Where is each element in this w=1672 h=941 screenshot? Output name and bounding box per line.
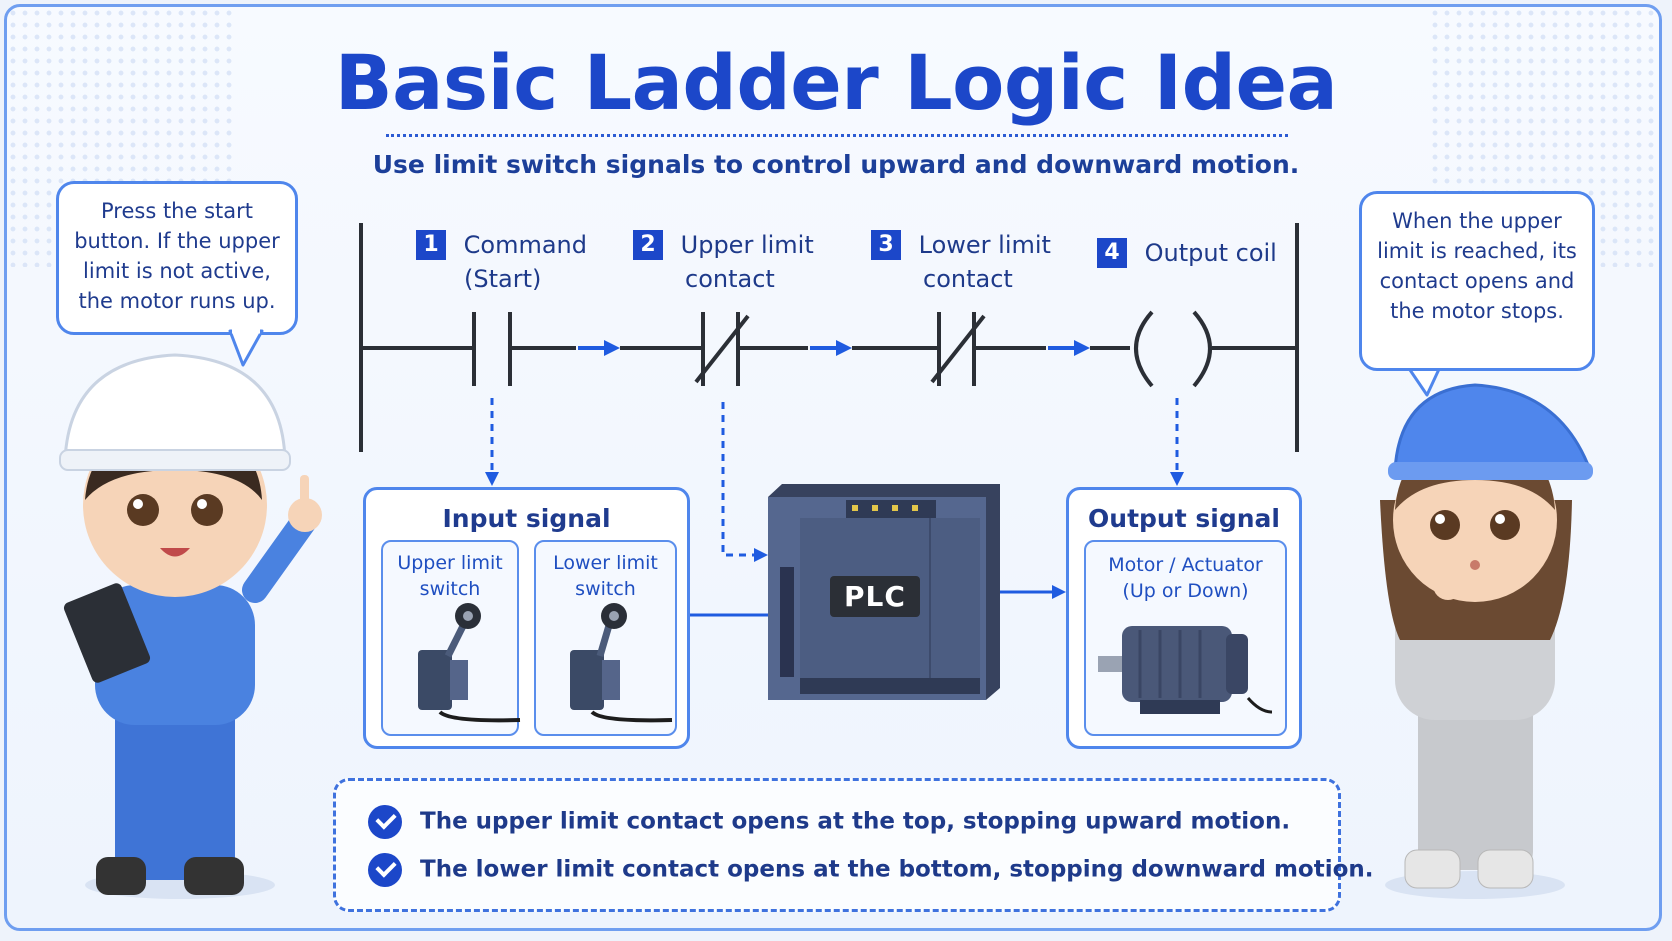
step-3-label: 3 Lower limit contact xyxy=(871,228,1051,296)
output-signal-title: Output signal xyxy=(1088,504,1280,533)
step-title: Lower limit xyxy=(918,231,1051,259)
input-signal-title: Input signal xyxy=(442,504,611,533)
title-divider xyxy=(386,134,1288,137)
step-4-label: 4 Output coil xyxy=(1097,236,1277,270)
note-item: The lower limit contact opens at the bot… xyxy=(368,853,1374,887)
upper-limit-switch-card: Upper limit switch xyxy=(381,540,519,736)
step-title: Upper limit xyxy=(680,231,814,259)
input-signal-box: Input signal Upper limit switch Lower li… xyxy=(363,487,690,749)
step-1-label: 1 Command (Start) xyxy=(416,228,587,296)
lower-limit-switch-label: Lower limit switch xyxy=(553,552,658,600)
step-number: 3 xyxy=(871,230,901,260)
notes-box: The upper limit contact opens at the top… xyxy=(333,778,1374,912)
limit-switch-icon xyxy=(418,603,521,723)
note-text: The upper limit contact opens at the top… xyxy=(420,808,1291,835)
speech-bubble-left: Press the start button. If the upper lim… xyxy=(56,181,298,335)
plc-label: PLC xyxy=(830,576,920,617)
step-title: Output coil xyxy=(1144,239,1277,267)
step-subtitle: contact xyxy=(923,265,1013,293)
upper-limit-switch-label: Upper limit switch xyxy=(397,552,503,600)
step-2-label: 2 Upper limit contact xyxy=(633,228,814,296)
motor-label-line1: Motor / Actuator xyxy=(1108,554,1263,576)
step-subtitle: contact xyxy=(685,265,775,293)
check-icon xyxy=(368,853,402,887)
step-number: 4 xyxy=(1097,238,1127,268)
motor-icon xyxy=(1098,626,1273,714)
step-number: 2 xyxy=(633,230,663,260)
check-icon xyxy=(368,805,402,839)
step-number: 1 xyxy=(416,230,446,260)
step-title: Command xyxy=(463,231,587,259)
page-title: Basic Ladder Logic Idea xyxy=(334,38,1338,127)
speech-bubble-right: When the upper limit is reached, its con… xyxy=(1359,191,1595,371)
note-item: The upper limit contact opens at the top… xyxy=(368,805,1290,839)
page-subtitle: Use limit switch signals to control upwa… xyxy=(372,150,1300,179)
motor-label-line2: (Up or Down) xyxy=(1122,580,1249,602)
step-subtitle: (Start) xyxy=(464,265,542,293)
limit-switch-icon xyxy=(570,603,673,723)
note-text: The lower limit contact opens at the bot… xyxy=(420,856,1374,883)
coil-icon xyxy=(1134,310,1154,388)
